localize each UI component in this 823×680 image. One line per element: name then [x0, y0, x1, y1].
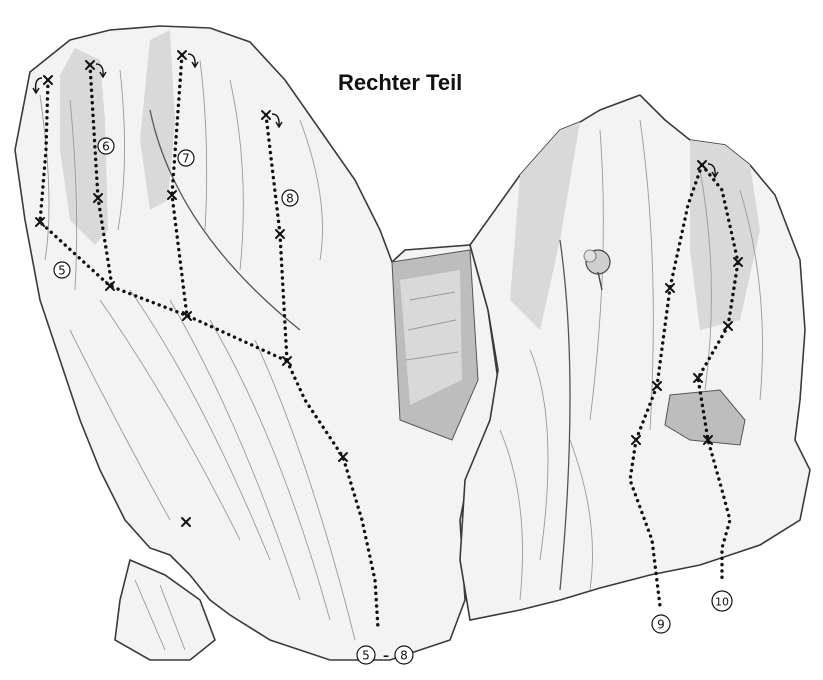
- route-number: 6: [102, 140, 110, 154]
- route-number: 5: [58, 264, 66, 278]
- route-number: 8: [286, 192, 294, 206]
- route-range-end: 8: [400, 649, 408, 663]
- route-label-8: 8: [282, 190, 298, 206]
- route-label-9: 9: [652, 615, 670, 633]
- route-label-10: 10: [712, 591, 732, 611]
- route-label-7: 7: [178, 150, 194, 166]
- route-label-6: 6: [98, 138, 114, 154]
- route-label-5: 5: [54, 262, 70, 278]
- route-range-start: 5: [362, 649, 370, 663]
- route-number: 10: [715, 596, 729, 609]
- route-label-range-5-8: 5 – 8: [357, 646, 413, 664]
- page-title: Rechter Teil: [338, 70, 462, 95]
- route-range-dash: –: [383, 649, 389, 663]
- route-number: 9: [657, 618, 665, 632]
- route-number: 7: [182, 152, 190, 166]
- rock-right-pillar: [460, 95, 810, 620]
